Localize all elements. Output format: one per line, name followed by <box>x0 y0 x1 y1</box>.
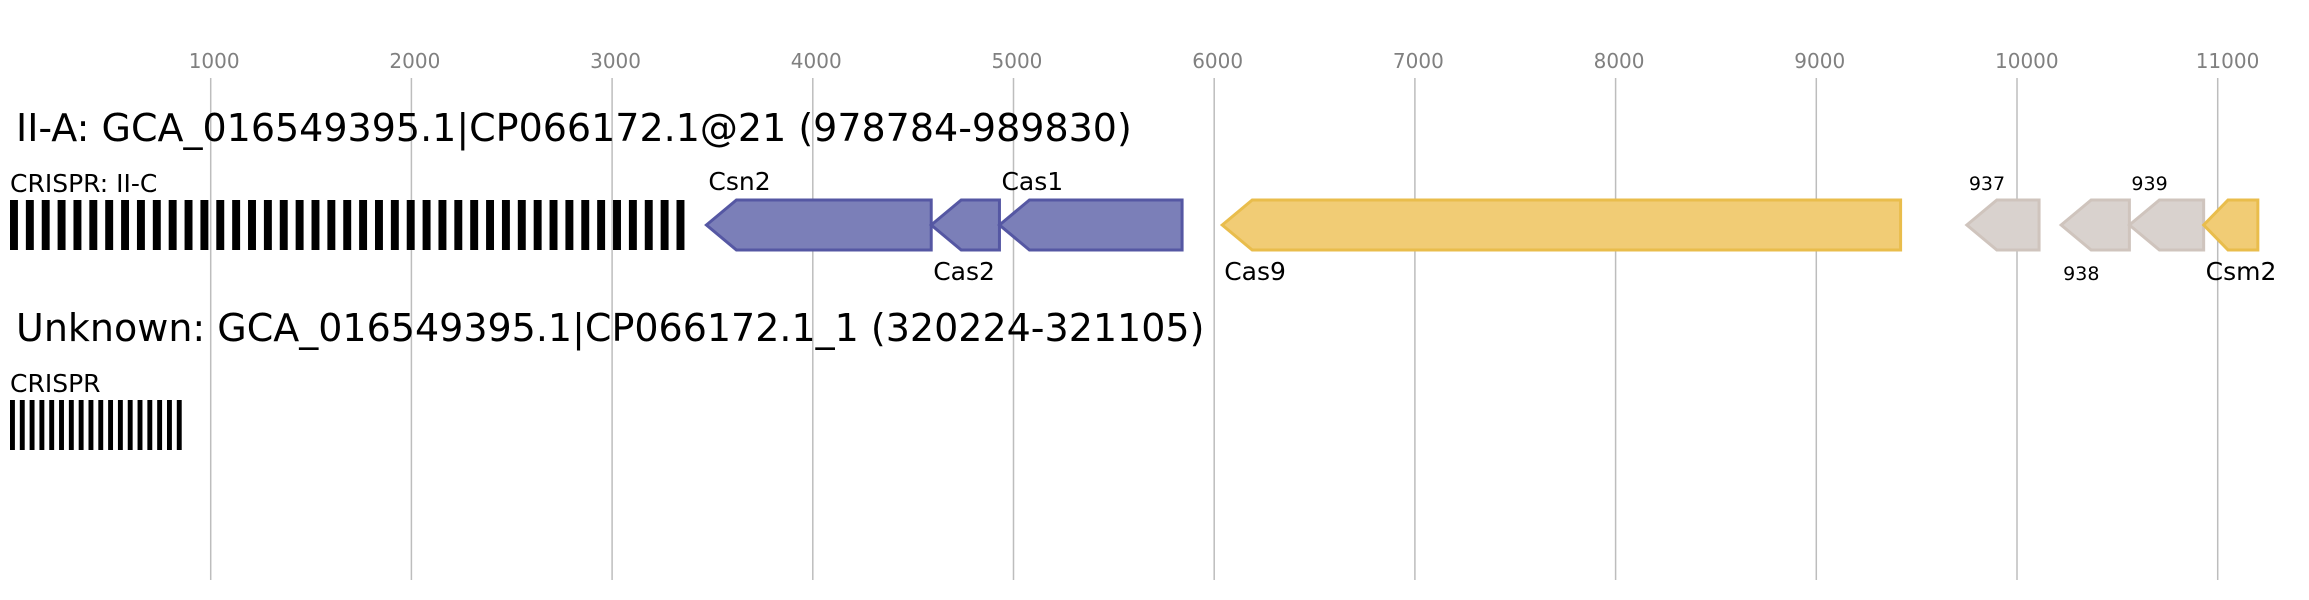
gene-arrow-939 <box>2127 198 2206 252</box>
crispr-repeat <box>19 400 25 450</box>
crispr-repeat <box>517 200 526 250</box>
gene-arrow-cas1 <box>997 198 1184 252</box>
gene-label-csm2: Csm2 <box>2206 257 2277 286</box>
crispr-repeat <box>108 400 114 450</box>
crispr-repeat <box>68 400 74 450</box>
crispr-repeat <box>57 200 66 250</box>
tick-label: 8000 <box>1594 49 1645 73</box>
crispr-repeat <box>390 200 399 250</box>
crispr-repeat <box>343 200 352 250</box>
gene-arrow-csm2 <box>2201 198 2260 252</box>
crispr-repeat <box>10 400 15 450</box>
crispr-repeat <box>78 400 84 450</box>
tick-label: 9000 <box>1794 49 1845 73</box>
tick-label: 7000 <box>1393 49 1444 73</box>
crispr-repeat <box>374 200 383 250</box>
gene-label-937: 937 <box>1969 173 2005 195</box>
crispr-repeat <box>359 200 368 250</box>
gene-label-938: 938 <box>2063 263 2099 285</box>
crispr-repeat <box>152 200 161 250</box>
crispr-repeat <box>470 200 479 250</box>
crispr-repeat <box>597 200 606 250</box>
gene-label-939: 939 <box>2131 173 2167 195</box>
locus-1: II-A: GCA_016549395.1|CP066172.1@21 (978… <box>10 106 2276 286</box>
locus-2-crispr-array <box>10 400 182 450</box>
crispr-repeat <box>644 200 653 250</box>
crispr-repeat <box>660 200 669 250</box>
gene-arrow-938 <box>2058 198 2131 252</box>
crispr-repeat <box>59 400 64 450</box>
tick-label: 4000 <box>791 49 842 73</box>
crispr-repeat <box>136 200 145 250</box>
crispr-repeat <box>39 400 45 450</box>
crispr-repeat <box>41 200 50 250</box>
crispr-repeat <box>438 200 447 250</box>
gene-arrow-cas2 <box>928 198 1001 252</box>
crispr-repeat <box>137 400 143 450</box>
crispr-repeat <box>533 200 542 250</box>
crispr-repeat <box>98 400 104 450</box>
crispr-repeat <box>88 400 94 450</box>
crispr-repeat <box>184 200 193 250</box>
crispr-repeat <box>117 400 123 450</box>
gene-label-cas1: Cas1 <box>1001 167 1063 196</box>
crispr-repeat <box>454 200 463 250</box>
crispr-repeat <box>157 400 163 450</box>
tick-label: 3000 <box>590 49 641 73</box>
crispr-repeat <box>73 200 82 250</box>
axis-grid: 1000 2000 3000 4000 5000 6000 7000 8000 9000 1000… <box>189 49 2260 580</box>
locus-1-title: II-A: GCA_016549395.1|CP066172.1@21 (978… <box>16 106 1132 151</box>
crispr-repeat <box>168 200 177 250</box>
crispr-repeat <box>49 400 55 450</box>
gene-label-csn2: Csn2 <box>708 167 770 196</box>
crispr-repeat <box>127 400 133 450</box>
crispr-repeat <box>105 200 114 250</box>
gene-arrow-937 <box>1964 198 2041 252</box>
tick-label: 1000 <box>189 49 240 73</box>
crispr-repeat <box>311 200 320 250</box>
crispr-repeat <box>25 200 34 250</box>
crispr-repeat <box>176 400 182 450</box>
crispr-repeat <box>279 200 288 250</box>
gene-arrow-csn2 <box>704 198 933 252</box>
crispr-repeat <box>295 200 304 250</box>
tick-label: 10000 <box>1995 49 2059 73</box>
locus-2-title: Unknown: GCA_016549395.1|CP066172.1_1 (3… <box>16 306 1204 351</box>
gene-arrow-cas9 <box>1219 198 1903 252</box>
tick-label: 2000 <box>389 49 440 73</box>
crispr-repeat <box>89 200 98 250</box>
crispr-repeat <box>581 200 590 250</box>
gene-label-cas9: Cas9 <box>1224 257 1286 286</box>
crispr-repeat <box>29 400 35 450</box>
crispr-repeat <box>486 200 495 250</box>
tick-label: 5000 <box>992 49 1043 73</box>
crispr-repeat <box>613 200 621 250</box>
crispr-repeat <box>147 400 153 450</box>
crispr-repeat <box>216 200 225 250</box>
crispr-repeat <box>263 200 272 250</box>
gene-label-cas2: Cas2 <box>933 257 995 286</box>
crispr-repeat <box>422 200 431 250</box>
crispr-repeat <box>549 200 558 250</box>
locus-1-crispr-label: CRISPR: II-C <box>10 169 157 198</box>
locus-2-crispr-label: CRISPR <box>10 369 101 398</box>
tick-label: 6000 <box>1192 49 1243 73</box>
locus-1-crispr-array <box>10 200 685 250</box>
tick-label: 11000 <box>2196 49 2260 73</box>
crispr-repeat <box>501 200 510 250</box>
crispr-repeat <box>327 200 336 250</box>
crispr-repeat <box>232 200 241 250</box>
crispr-repeat <box>565 200 574 250</box>
crispr-repeat <box>166 400 172 450</box>
crispr-repeat <box>200 200 209 250</box>
crispr-repeat <box>628 200 637 250</box>
locus-2: Unknown: GCA_016549395.1|CP066172.1_1 (3… <box>10 306 1204 450</box>
crispr-repeat <box>248 200 256 250</box>
crispr-repeat <box>121 200 130 250</box>
crispr-repeat <box>10 200 18 250</box>
crispr-repeat <box>676 200 685 250</box>
crispr-repeat <box>406 200 415 250</box>
